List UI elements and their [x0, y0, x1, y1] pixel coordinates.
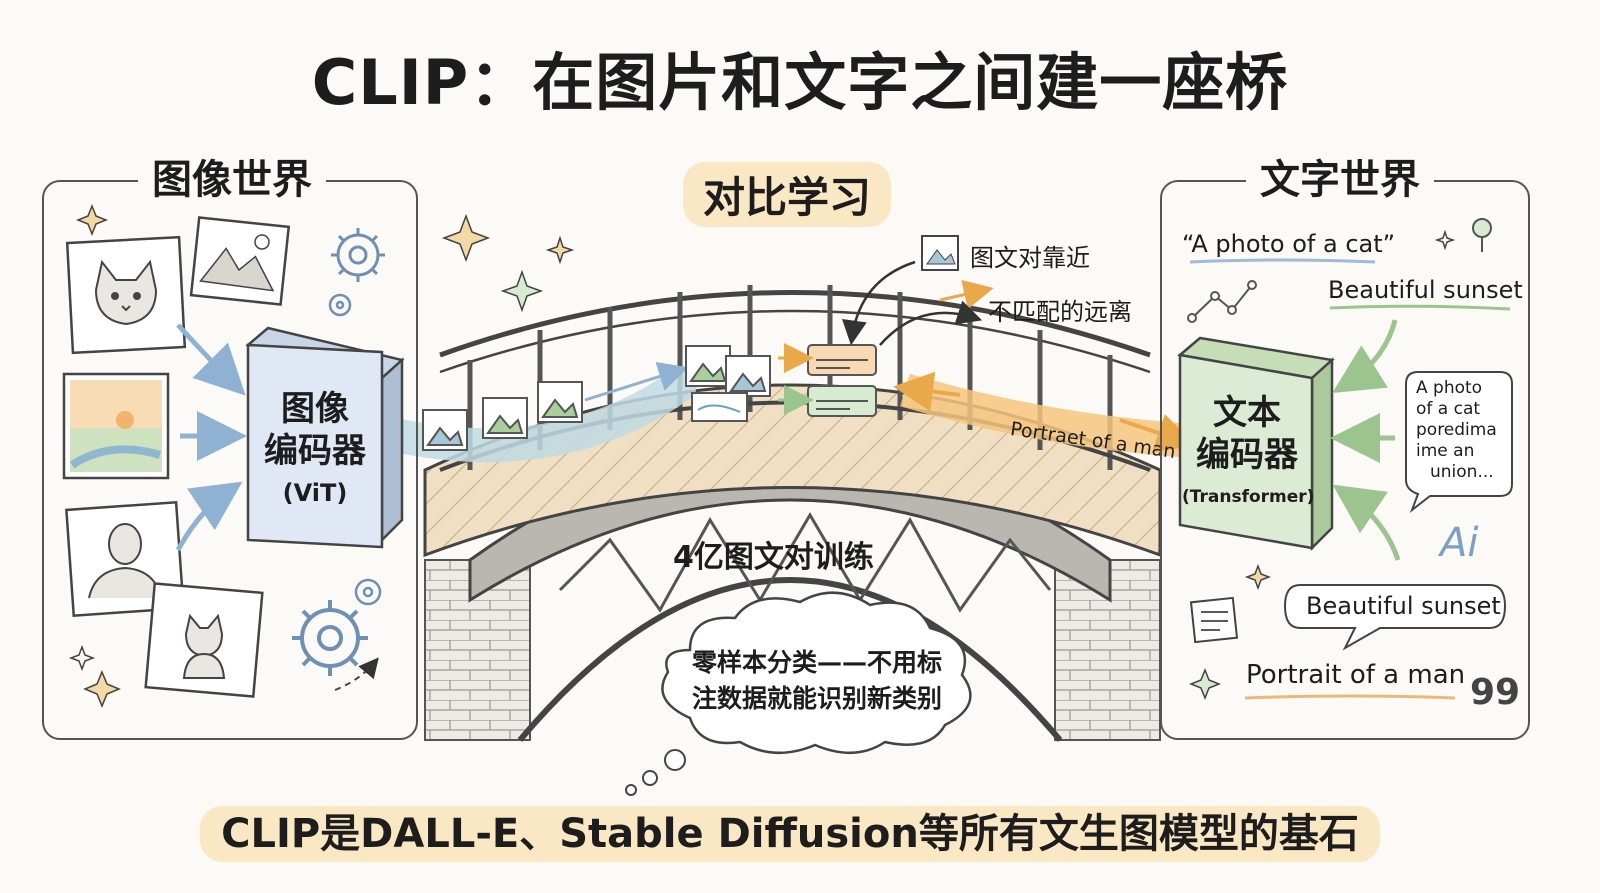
- image-samples: [62, 203, 385, 708]
- image-encoder-line1: 图像: [281, 389, 349, 429]
- sparkle-icon: [1244, 563, 1272, 591]
- sparkle-icon: [68, 644, 96, 672]
- sparkle-icon: [75, 203, 109, 237]
- text-encoder-sub: (Transformer): [1182, 487, 1315, 507]
- page-title: CLIP：在图片和文字之间建一座桥: [311, 46, 1289, 119]
- line-chart-icon: [1191, 284, 1253, 319]
- sparkle-icon: [83, 670, 121, 708]
- text-samples: [1177, 218, 1513, 701]
- zero-shot-line1: 零样本分类——不用标: [691, 648, 942, 677]
- quote-mark-icon: 99: [1470, 672, 1521, 713]
- railing-top: [439, 290, 1151, 358]
- gear-mid-icon: [354, 578, 382, 606]
- speech-bubble-text: A photo of a cat poredima ime an union..…: [1416, 378, 1497, 483]
- text-world-title: 文字世界: [1246, 158, 1434, 202]
- zero-shot-text: 零样本分类——不用标 注数据就能识别新类别: [672, 645, 962, 717]
- gear-small-icon: [328, 293, 352, 317]
- bubble-line: ime an: [1416, 441, 1475, 461]
- text-encoder-label: 文本 编码器 (Transformer): [1182, 392, 1315, 518]
- text-encoder-line2: 编码器: [1196, 435, 1298, 475]
- training-label: 4亿图文对训练: [673, 540, 874, 575]
- caption-sunset-bubble: Beautiful sunset: [1306, 592, 1501, 620]
- thought-cloud: [625, 591, 972, 796]
- bubble-line: of a cat: [1416, 399, 1481, 419]
- image-encoder-box: [245, 326, 405, 549]
- sparkle-icon: [500, 269, 544, 313]
- contrastive-title: 对比学习: [683, 162, 892, 227]
- truss: [558, 512, 1052, 613]
- flow-thumbnails: [422, 345, 771, 451]
- caption-portrait: Portrait of a man: [1246, 660, 1466, 690]
- text-encoder-line1: 文本: [1213, 393, 1281, 433]
- arch-inner: [517, 577, 1063, 742]
- image-encoder-line2: 编码器: [264, 431, 366, 471]
- text-encoder-box: [1177, 336, 1335, 552]
- zero-shot-line2: 注数据就能识别新类别: [691, 684, 942, 713]
- image-world-title: 图像世界: [138, 158, 326, 202]
- caption-sunset-top: Beautiful sunset: [1328, 276, 1523, 304]
- push-arrow: [939, 279, 994, 310]
- note-icon: [1189, 596, 1239, 644]
- bubble-line: poredima: [1416, 420, 1497, 440]
- speech-bubble: [1405, 371, 1513, 513]
- bubble-line: union...: [1430, 462, 1494, 482]
- sparkle-icon: [1434, 229, 1456, 251]
- image-encoder-label: 图像 编码器 (ViT): [250, 388, 380, 514]
- sparkle-icon: [441, 213, 491, 263]
- gear-large-icon: [292, 600, 368, 676]
- sparkle-icon: [545, 235, 575, 265]
- flow-text-cards: [807, 344, 877, 417]
- speech-bubble-sunset: [1283, 584, 1507, 651]
- pull-label: 图文对靠近: [970, 244, 1090, 272]
- push-label: 不匹配的远离: [988, 298, 1132, 326]
- ai-glyph-icon: Ai: [1440, 520, 1479, 566]
- footer-caption: CLIP是DALL-E、Stable Diffusion等所有文生图模型的基石: [200, 806, 1380, 862]
- sparkle-icon: [1188, 667, 1222, 701]
- caption-cat: “A photo of a cat”: [1182, 230, 1396, 258]
- image-encoder-sub: (ViT): [282, 479, 348, 507]
- text-flow-band: [900, 373, 1182, 457]
- pull-arrow: [842, 260, 916, 346]
- bridge: [423, 285, 1162, 742]
- bubble-line: A photo: [1416, 378, 1483, 398]
- gear-icon: [331, 228, 385, 282]
